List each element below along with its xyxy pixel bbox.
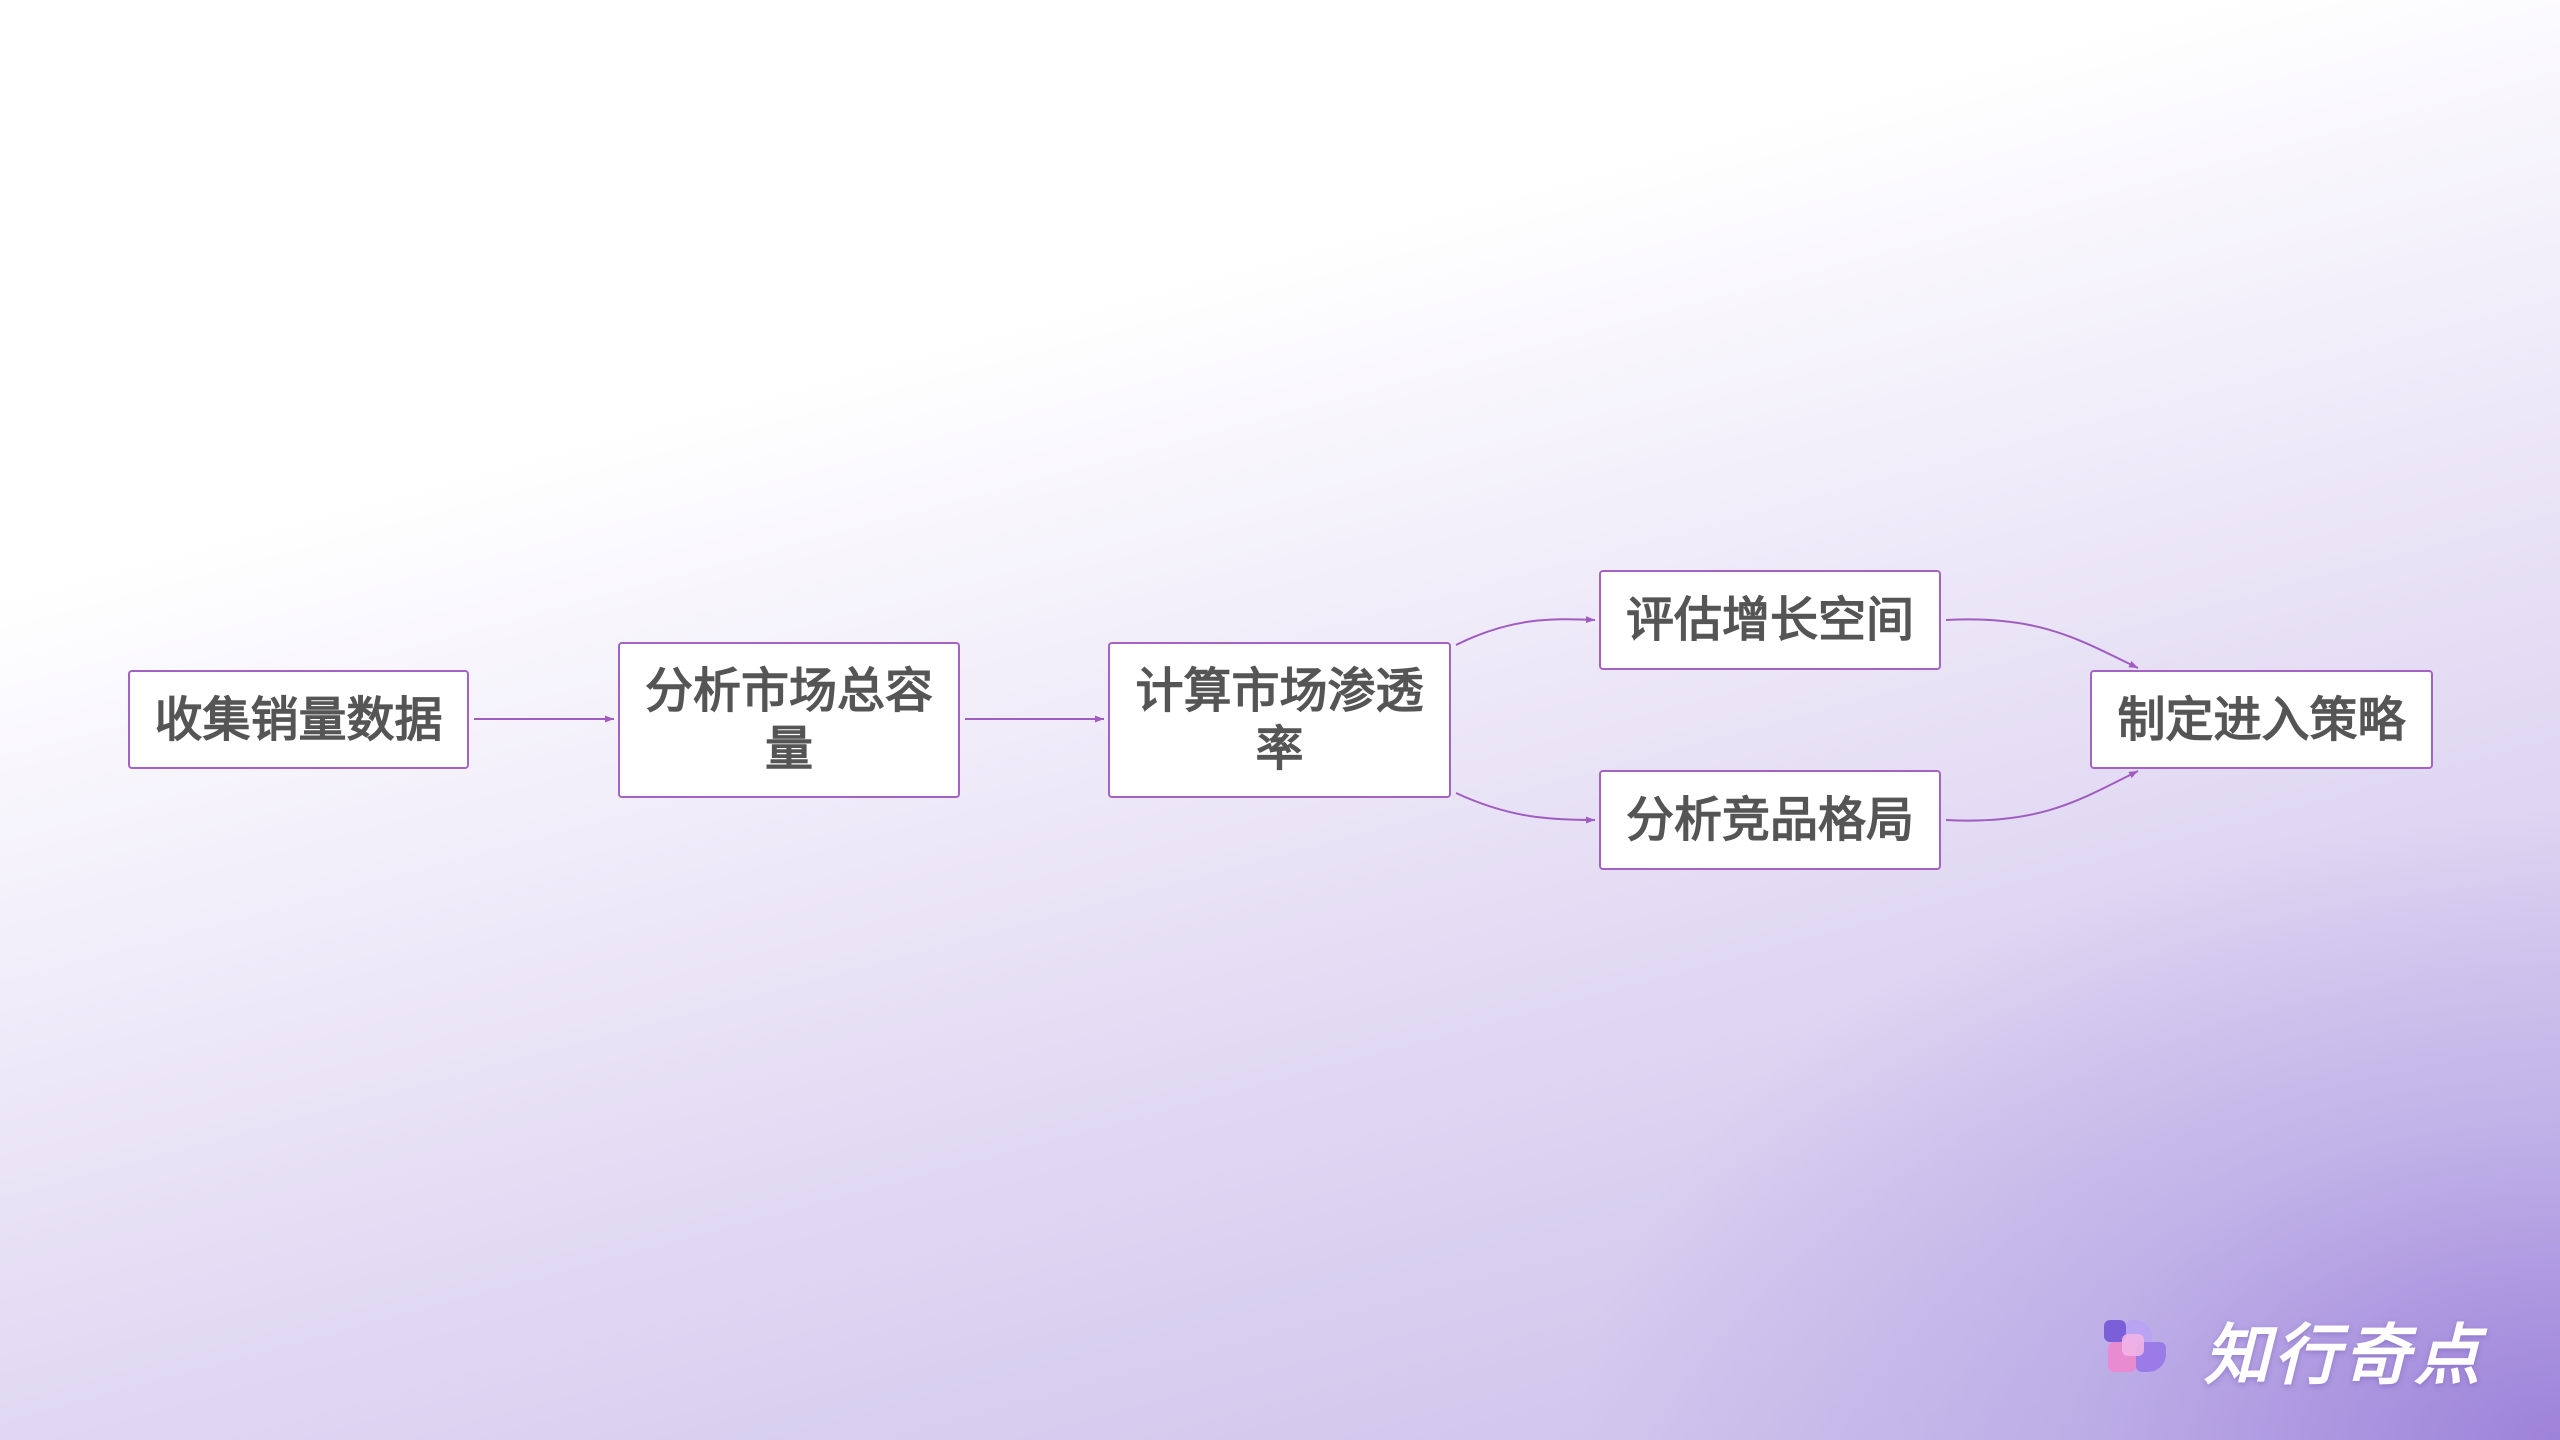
flow-node-label: 分析竞品格局	[1625, 792, 1914, 848]
flow-node-label: 收集销量数据	[154, 691, 443, 748]
flow-node-label: 分析市场总容量	[644, 663, 933, 777]
edge-n4-n6	[1945, 618, 2139, 669]
brand-name: 知行奇点	[2204, 1317, 2484, 1394]
brand-logo: 知行奇点	[2100, 1310, 2484, 1394]
edge-n5-n6	[1945, 770, 2139, 822]
brand-logo-icon	[2100, 1312, 2176, 1388]
flow-node-collect-sales-data: 收集销量数据	[128, 670, 469, 769]
flow-node-calculate-penetration: 计算市场渗透率	[1108, 642, 1451, 798]
flow-node-label: 计算市场渗透率	[1135, 663, 1424, 777]
flow-node-analyze-competition: 分析竞品格局	[1599, 770, 1941, 870]
edge-n3-n4	[1455, 616, 1596, 646]
edge-n3-n5	[1455, 792, 1596, 824]
flow-node-label: 评估增长空间	[1625, 592, 1914, 648]
flow-node-analyze-market-capacity: 分析市场总容量	[618, 642, 960, 798]
flow-node-label: 制定进入策略	[2117, 691, 2406, 748]
flow-node-assess-growth: 评估增长空间	[1599, 570, 1941, 670]
flow-node-entry-strategy: 制定进入策略	[2090, 670, 2433, 769]
